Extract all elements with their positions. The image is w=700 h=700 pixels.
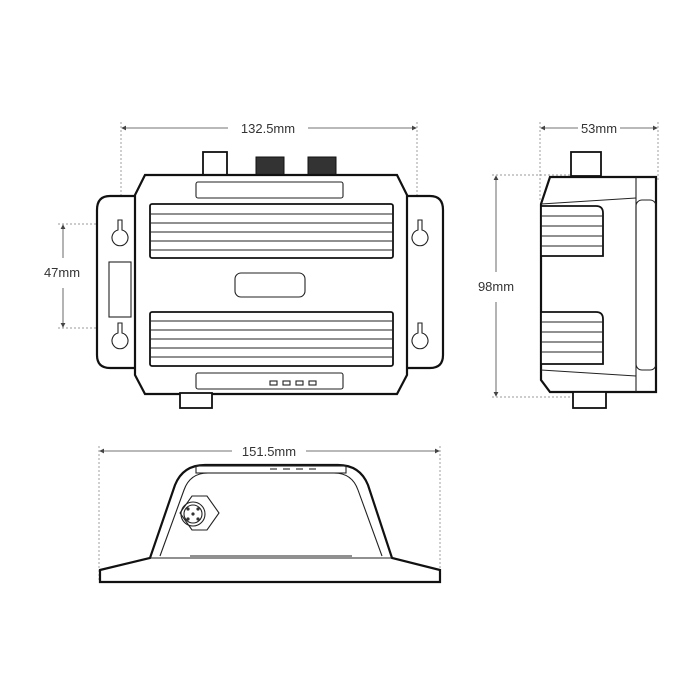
- round-connector-icon: [179, 495, 220, 531]
- bottom-view: 151.5mm: [98, 444, 442, 584]
- side-antenna-connector: [570, 151, 602, 177]
- cooling-fins-top: [149, 203, 394, 259]
- keyhole-mounts: [111, 219, 429, 350]
- power-connector: [179, 392, 213, 409]
- bottom-body: [98, 463, 442, 584]
- side-height-label: 98mm: [478, 279, 514, 294]
- side-power-connector: [572, 391, 607, 409]
- antenna-connector: [202, 151, 228, 177]
- front-view: 132.5mm 47mm: [44, 121, 445, 409]
- connector-1: [255, 156, 285, 177]
- front-width-label: 132.5mm: [241, 121, 295, 136]
- side-label: [108, 261, 132, 318]
- hole-spacing-label: 47mm: [44, 265, 80, 280]
- side-view: 53mm 98mm: [478, 121, 659, 409]
- led-indicators: [269, 380, 317, 386]
- side-fins: [540, 205, 604, 365]
- connector-2: [307, 156, 337, 177]
- side-depth-label: 53mm: [581, 121, 617, 136]
- bottom-width-label: 151.5mm: [242, 444, 296, 459]
- cooling-fins-bottom: [149, 311, 394, 367]
- label-plate: [234, 272, 306, 298]
